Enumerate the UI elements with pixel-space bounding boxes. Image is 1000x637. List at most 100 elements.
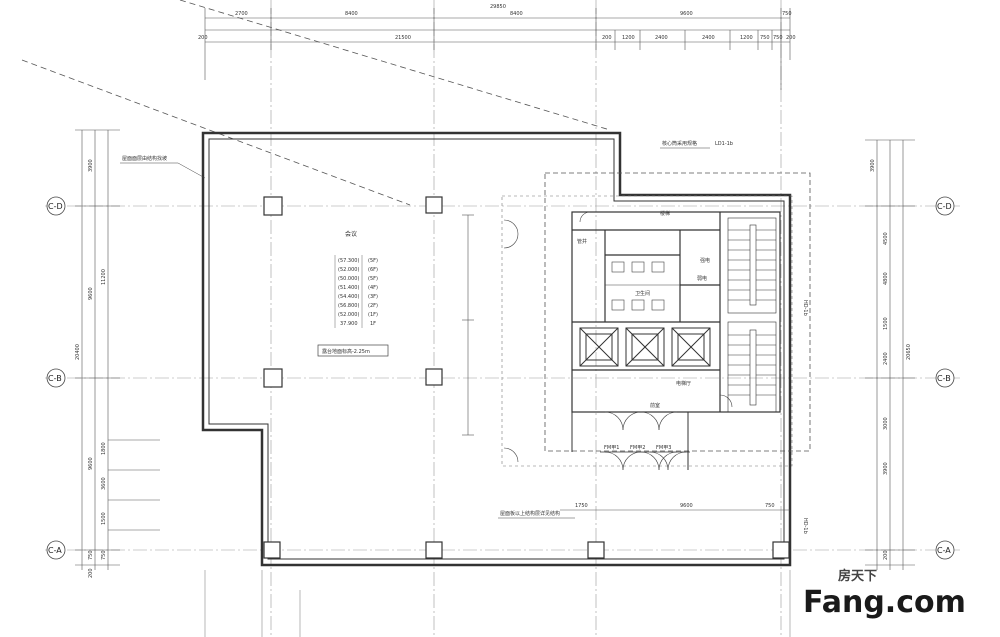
axis-bubble-a-right: C-A	[935, 540, 955, 560]
right-dim-5: 2400	[883, 352, 889, 365]
bottom-dim-3: 750	[765, 503, 775, 509]
stair-north	[727, 217, 777, 314]
svg-text:(52.000): (52.000)	[338, 312, 359, 318]
axis-bubble-b-left: C-B	[46, 368, 66, 388]
svg-text:(1F): (1F)	[368, 312, 378, 318]
axis-bubble-a-left: C-A	[46, 540, 66, 560]
door-swings	[503, 211, 733, 471]
grid-vertical	[270, 0, 782, 637]
room-label-signal: 弱电	[697, 275, 707, 282]
side-label-upper: HD-1b	[802, 300, 808, 316]
svg-text:1F: 1F	[370, 321, 376, 327]
room-label-elev-lobby: 电梯厅	[676, 380, 691, 387]
annotation-core: 核心筒采用规格	[662, 140, 697, 147]
top-dim-r2-3: 200	[602, 35, 612, 41]
building-outline-inner	[208, 138, 785, 560]
right-dim-7: 3900	[883, 462, 889, 475]
core-boundary	[544, 172, 811, 452]
svg-text:房天下: 房天下	[838, 568, 877, 584]
top-dim-r2-2: 21500	[395, 35, 411, 41]
columns	[263, 196, 790, 559]
left-dim-5: 3600	[101, 477, 107, 490]
top-dim-r2-6: 2400	[702, 35, 715, 41]
svg-text:(5F): (5F)	[368, 258, 378, 264]
bottom-grid-ticks	[204, 570, 791, 637]
elevation-list: (57.300) (52.000) (50.000) (51.400) (54.…	[334, 255, 378, 328]
left-dimension-chain	[75, 129, 160, 570]
left-dim-7: 9600	[88, 457, 94, 470]
svg-text:C-B: C-B	[937, 374, 951, 383]
left-dim-9: 750	[101, 550, 107, 560]
top-dim-r2-8: 750	[760, 35, 770, 41]
left-dim-10: 200	[88, 568, 94, 578]
room-label-wc: 卫生间	[635, 290, 650, 297]
elevator-shafts	[579, 327, 711, 367]
room-label-anteroom: 前室	[650, 402, 660, 409]
svg-text:C-B: C-B	[48, 374, 62, 383]
left-dim-1: 3900	[88, 159, 94, 172]
svg-text:Fang.com: Fang.com	[803, 585, 966, 620]
left-dim-total: 20400	[75, 344, 81, 360]
room-label-power: 强电	[700, 257, 710, 264]
svg-text:(51.400): (51.400)	[338, 285, 359, 291]
top-dim-r2-10: 200	[786, 35, 796, 41]
fang-logo-watermark: 房天下 Fang.com	[803, 568, 966, 620]
right-dim-4: 1500	[883, 317, 889, 330]
door-label-3: FM甲3	[656, 445, 671, 451]
right-dimension-chain	[865, 139, 915, 570]
bottom-dim-2: 9600	[680, 503, 693, 509]
room-label-stair: 楼梯	[660, 210, 670, 217]
svg-text:C-D: C-D	[48, 202, 63, 211]
svg-text:(50.000): (50.000)	[338, 276, 359, 282]
top-dim-5: 750	[782, 11, 792, 17]
svg-text:(54.400): (54.400)	[338, 294, 359, 300]
left-dim-3: 11200	[101, 269, 107, 285]
bottom-dim-1: 1750	[575, 503, 588, 509]
door-label-1: FM甲1	[604, 445, 619, 451]
right-dim-total: 20650	[906, 344, 912, 360]
svg-text:(4F): (4F)	[368, 285, 378, 291]
svg-text:(52.000): (52.000)	[338, 267, 359, 273]
top-dim-total: 29850	[490, 4, 506, 10]
axis-bubble-c-right: C-D	[935, 196, 955, 216]
left-dim-2: 9600	[88, 287, 94, 300]
svg-text:(6F): (6F)	[368, 267, 378, 273]
top-dim-r2-7: 1200	[740, 35, 753, 41]
right-dim-8: 200	[883, 550, 889, 560]
left-dim-4: 1800	[101, 442, 107, 455]
room-label-meeting: 会议	[345, 230, 357, 238]
building-outline	[201, 131, 792, 567]
side-label-lower: HD-1b	[802, 518, 808, 534]
top-dim-2: 8400	[345, 11, 358, 17]
axis-bubble-c-left: C-D	[46, 196, 66, 216]
axis-bubble-b-right: C-B	[935, 368, 955, 388]
top-dim-r2-4: 1200	[622, 35, 635, 41]
top-dim-r2-5: 2400	[655, 35, 668, 41]
right-dim-6: 3000	[883, 417, 889, 430]
right-dim-2: 4500	[883, 232, 889, 245]
core-boundary-inner	[501, 195, 793, 467]
top-dim-4: 9600	[680, 11, 693, 17]
svg-text:(2F): (2F)	[368, 303, 378, 309]
svg-text:(56.800): (56.800)	[338, 303, 359, 309]
annotation-core-code: LD1-1b	[715, 141, 733, 147]
svg-text:C-A: C-A	[48, 546, 62, 555]
svg-text:37.900: 37.900	[340, 321, 358, 327]
annotation-roof: 屋面面层由结构找坡	[122, 155, 167, 162]
top-dim-r2-9: 750	[773, 35, 783, 41]
top-dim-r2-1: 200	[198, 35, 208, 41]
left-dim-6: 1500	[101, 512, 107, 525]
svg-text:C-A: C-A	[937, 546, 951, 555]
right-dim-1: 3900	[870, 159, 876, 172]
svg-text:(5F): (5F)	[368, 276, 378, 282]
grid-horizontal	[45, 205, 960, 551]
bottom-note: 屋面板以上结构层详见结构	[500, 510, 560, 517]
svg-text:露台地面标高-2.25m: 露台地面标高-2.25m	[322, 348, 370, 355]
stair-south	[727, 321, 777, 413]
toilet-fixtures	[605, 261, 680, 311]
svg-text:C-D: C-D	[937, 202, 952, 211]
section-line-diagonal-2	[179, 0, 611, 131]
room-label-shaft: 管井	[577, 238, 587, 245]
